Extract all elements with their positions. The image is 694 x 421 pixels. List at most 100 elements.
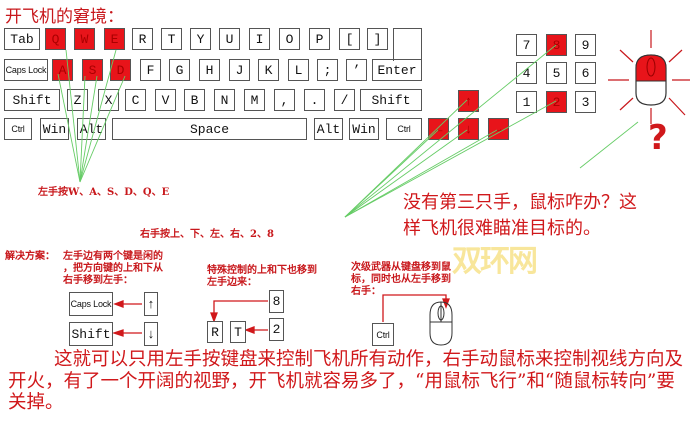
- key-;: ;: [317, 59, 338, 81]
- step1-line: ，把方向键的上和下从: [63, 263, 163, 274]
- numpad-key-4: 4: [516, 62, 537, 84]
- key-t: T: [230, 321, 246, 343]
- key-,: ,: [274, 89, 295, 111]
- key-g: G: [169, 59, 190, 81]
- step1-line: 右手移到左手：: [63, 275, 133, 286]
- key-f: F: [140, 59, 161, 81]
- key-q: Q: [45, 28, 66, 50]
- key-caps-lock: Caps Lock: [4, 59, 48, 81]
- key-j: J: [229, 59, 250, 81]
- arrow-key: →: [488, 118, 509, 140]
- step3-text: 次级武器从键盘移到鼠 标，同时也从左手移到 右手：: [351, 262, 451, 298]
- key-ctrl: Ctrl: [4, 118, 32, 140]
- line-down: [344, 129, 468, 218]
- key-[: [: [339, 28, 360, 50]
- key-h: H: [199, 59, 220, 81]
- step2-text: 特殊控制的上和下也移到 左手边来：: [207, 265, 317, 289]
- problem-line-2: 样飞机很难瞄准目标的。: [403, 218, 601, 239]
- key-8: 8: [269, 290, 284, 313]
- key-alt: Alt: [77, 118, 106, 140]
- numpad-key-3: 3: [575, 91, 596, 113]
- key-b: B: [184, 89, 205, 111]
- key-c: C: [125, 89, 146, 111]
- step1-line: 左手边有两个键是闲的: [63, 251, 163, 262]
- arrow-key: ↓: [458, 118, 479, 140]
- numpad-key-1: 1: [516, 91, 537, 113]
- key-shift: Shift: [4, 89, 60, 111]
- ctrl-key: Ctrl: [372, 323, 394, 346]
- key-’: ’: [346, 59, 367, 81]
- key-w: W: [74, 28, 95, 50]
- mouse-small-icon: [429, 301, 453, 346]
- key-i: I: [249, 28, 270, 50]
- key-o: O: [279, 28, 300, 50]
- key-]: ]: [367, 28, 388, 50]
- key-l: L: [288, 59, 309, 81]
- key-r: R: [207, 321, 223, 343]
- key-2: 2: [269, 318, 284, 341]
- line-w: [79, 75, 86, 183]
- arrow-key: ↑: [458, 90, 479, 112]
- key-t: T: [161, 28, 182, 50]
- line-e: [79, 49, 117, 183]
- numpad-key-5: 5: [546, 62, 567, 84]
- key-win: Win: [349, 118, 379, 140]
- key-alt: Alt: [314, 118, 343, 140]
- line-mouse: [579, 121, 639, 169]
- caps-lock-key: Caps Lock: [69, 292, 113, 316]
- key-/: /: [334, 89, 355, 111]
- key-v: V: [155, 89, 176, 111]
- numpad-key-7: 7: [516, 34, 537, 56]
- page-title: 开飞机的窘境：: [5, 7, 124, 27]
- key-space: Space: [112, 118, 307, 140]
- solution-heading: 解决方案：: [5, 251, 55, 262]
- line-left: [344, 129, 439, 218]
- line-s: [79, 75, 98, 183]
- conclusion-text: 这就可以只用左手按键盘来控制飞机所有动作，右手动鼠标来控制视线方向及开火，有了一…: [8, 349, 684, 413]
- key-enter: Enter: [372, 59, 422, 81]
- key-tab: Tab: [4, 28, 40, 50]
- line-q: [65, 49, 81, 183]
- line-8: [344, 44, 557, 218]
- key-win: Win: [40, 118, 69, 140]
- numpad-key-9: 9: [575, 34, 596, 56]
- step2-line: 左手边来：: [207, 277, 257, 288]
- key-n: N: [214, 89, 235, 111]
- numpad-key-8: 8: [546, 34, 567, 56]
- key-k: K: [258, 59, 279, 81]
- step3-line: 右手：: [351, 286, 381, 297]
- key-r: R: [132, 28, 153, 50]
- down-key: ↓: [144, 322, 158, 346]
- key-y: Y: [190, 28, 211, 50]
- enter-key-upper: [393, 28, 422, 61]
- line-right: [344, 129, 498, 218]
- step3-line: 次级武器从键盘移到鼠: [351, 262, 451, 273]
- question-mark: ?: [648, 118, 668, 158]
- problem-text: 没有第三只手，鼠标咋办？这 样飞机很难瞄准目标的。: [403, 190, 637, 242]
- key-p: P: [309, 28, 330, 50]
- key-s: S: [82, 59, 103, 81]
- mouse-icon: [608, 30, 690, 124]
- step3-line: 标，同时也从左手移到: [351, 274, 451, 285]
- line-2: [344, 100, 557, 218]
- key-ctrl: Ctrl: [386, 118, 422, 140]
- line-a: [57, 73, 81, 183]
- left-hand-label: 左手按W、A、S、D、Q、E: [38, 187, 170, 198]
- problem-line-1: 没有第三只手，鼠标咋办？这: [403, 192, 637, 213]
- key-m: M: [244, 89, 265, 111]
- key-x: X: [98, 89, 119, 111]
- right-hand-label: 右手按上、下、左、右、2、8: [140, 229, 274, 240]
- numpad-key-2: 2: [546, 91, 567, 113]
- up-key: ↑: [144, 292, 158, 316]
- line-d: [79, 75, 126, 183]
- step1-text: 左手边有两个键是闲的 ，把方向键的上和下从 右手移到左手：: [63, 251, 163, 287]
- key-u: U: [219, 28, 240, 50]
- numpad-key-6: 6: [575, 62, 596, 84]
- key-shift: Shift: [360, 89, 422, 111]
- watermark: 双环网: [452, 244, 538, 279]
- key-.: .: [304, 89, 325, 111]
- step2-line: 特殊控制的上和下也移到: [207, 265, 317, 276]
- key-e: E: [104, 28, 125, 50]
- shift-key: Shift: [69, 322, 113, 346]
